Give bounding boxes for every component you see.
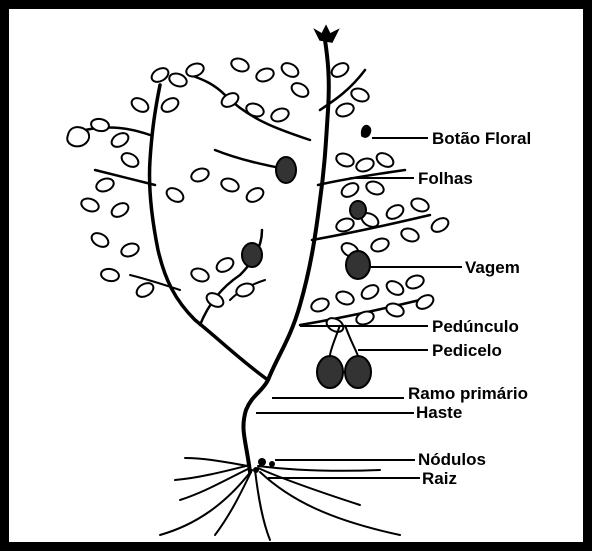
- left-flower: [67, 127, 89, 146]
- leaflets: [79, 56, 450, 334]
- left-branch: [149, 85, 268, 380]
- top-flower: [315, 26, 338, 42]
- label-haste: Haste: [416, 404, 462, 422]
- label-pedunculo: Pedúnculo: [432, 318, 519, 336]
- roots: [160, 458, 400, 540]
- label-botao-floral: Botão Floral: [432, 130, 531, 148]
- label-nodulos: Nódulos: [418, 451, 486, 469]
- flower-bud: [362, 126, 371, 138]
- label-ramo-primario: Ramo primário: [408, 385, 528, 403]
- label-raiz: Raiz: [422, 470, 457, 488]
- label-folhas: Folhas: [418, 170, 473, 188]
- label-vagem: Vagem: [465, 259, 520, 277]
- label-pedicelo: Pedicelo: [432, 342, 502, 360]
